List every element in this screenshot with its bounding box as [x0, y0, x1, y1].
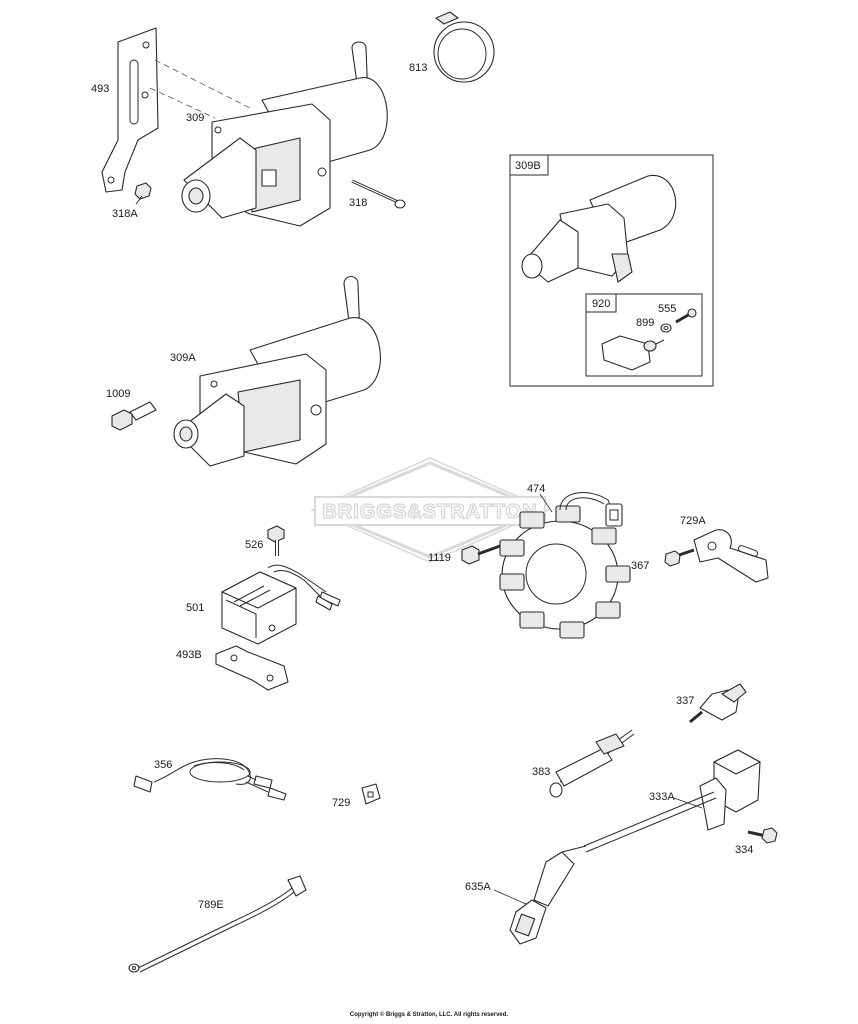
label-309A: 309A — [170, 352, 196, 364]
label-920: 920 — [592, 298, 610, 310]
part-555-screw[interactable] — [675, 308, 697, 324]
alignment-line — [154, 59, 251, 109]
label-813: 813 — [409, 62, 427, 74]
label-318A: 318A — [112, 208, 138, 220]
part-367-screw[interactable] — [664, 548, 695, 567]
label-333A: 333A — [649, 791, 675, 803]
label-789E: 789E — [198, 899, 224, 911]
label-493B: 493B — [176, 649, 202, 661]
part-356-wire-harness[interactable] — [133, 758, 287, 801]
part-729A-bracket[interactable] — [693, 529, 769, 583]
label-474: 474 — [527, 483, 545, 495]
part-526-screw[interactable] — [267, 525, 285, 556]
label-309: 309 — [186, 112, 204, 124]
label-635A: 635A — [465, 881, 491, 893]
part-635A-spark-plug-boot[interactable] — [509, 845, 587, 945]
part-501-regulator[interactable] — [221, 564, 341, 645]
part-813-hose-clamp[interactable] — [433, 11, 495, 83]
kit-920-tag — [585, 293, 617, 313]
label-899: 899 — [636, 317, 654, 329]
label-383: 383 — [532, 766, 550, 778]
part-1009-bolt[interactable] — [111, 401, 157, 431]
leader-line — [539, 493, 553, 513]
part-337-spark-plug[interactable] — [689, 683, 747, 724]
alignment-line — [149, 87, 216, 119]
leader-line — [673, 797, 703, 809]
part-334-screw[interactable] — [747, 827, 778, 844]
copyright-notice: Copyright © Briggs & Stratton, LLC. All … — [349, 1012, 509, 1018]
part-309-starter-motor[interactable] — [181, 41, 388, 227]
label-1119: 1119 — [428, 552, 451, 564]
part-318A-screw[interactable] — [134, 182, 152, 205]
leader-line — [493, 889, 527, 905]
label-309B: 309B — [515, 160, 541, 172]
part-474-stator[interactable] — [499, 492, 631, 639]
part-493-bracket[interactable] — [101, 27, 159, 193]
label-1009: 1009 — [106, 388, 130, 400]
label-729: 729 — [332, 797, 350, 809]
kit-309B-tag — [509, 154, 549, 176]
label-367: 367 — [631, 560, 649, 572]
kit-920-frame — [585, 293, 703, 377]
label-493: 493 — [91, 83, 109, 95]
label-356: 356 — [154, 759, 172, 771]
part-333A-ignition-coil[interactable] — [583, 749, 761, 853]
part-899-washer[interactable] — [660, 323, 672, 333]
part-789E-ground-wire[interactable] — [128, 875, 307, 973]
label-337: 337 — [676, 695, 694, 707]
label-318: 318 — [349, 197, 367, 209]
part-493B-bracket[interactable] — [215, 645, 289, 691]
label-729A: 729A — [680, 515, 706, 527]
part-309B-starter-motor[interactable] — [521, 175, 677, 283]
watermark-text: BRIGGS&STRATTON — [322, 501, 537, 523]
exploded-parts-diagram: BRIGGS&STRATTON 493 318A 309 318 — [91, 11, 778, 973]
brand-watermark: BRIGGS&STRATTON — [310, 457, 550, 563]
part-318-bolt[interactable] — [351, 179, 406, 209]
label-334: 334 — [735, 844, 753, 856]
part-920-solenoid[interactable] — [601, 335, 665, 371]
part-1119-screw[interactable] — [461, 544, 501, 565]
part-309A-starter-motor[interactable] — [173, 275, 381, 467]
part-383-cable[interactable] — [549, 729, 635, 798]
label-555: 555 — [658, 303, 676, 315]
label-526: 526 — [245, 539, 263, 551]
kit-309B-frame — [509, 154, 714, 387]
part-729-clip[interactable] — [361, 783, 381, 805]
label-501: 501 — [186, 602, 204, 614]
